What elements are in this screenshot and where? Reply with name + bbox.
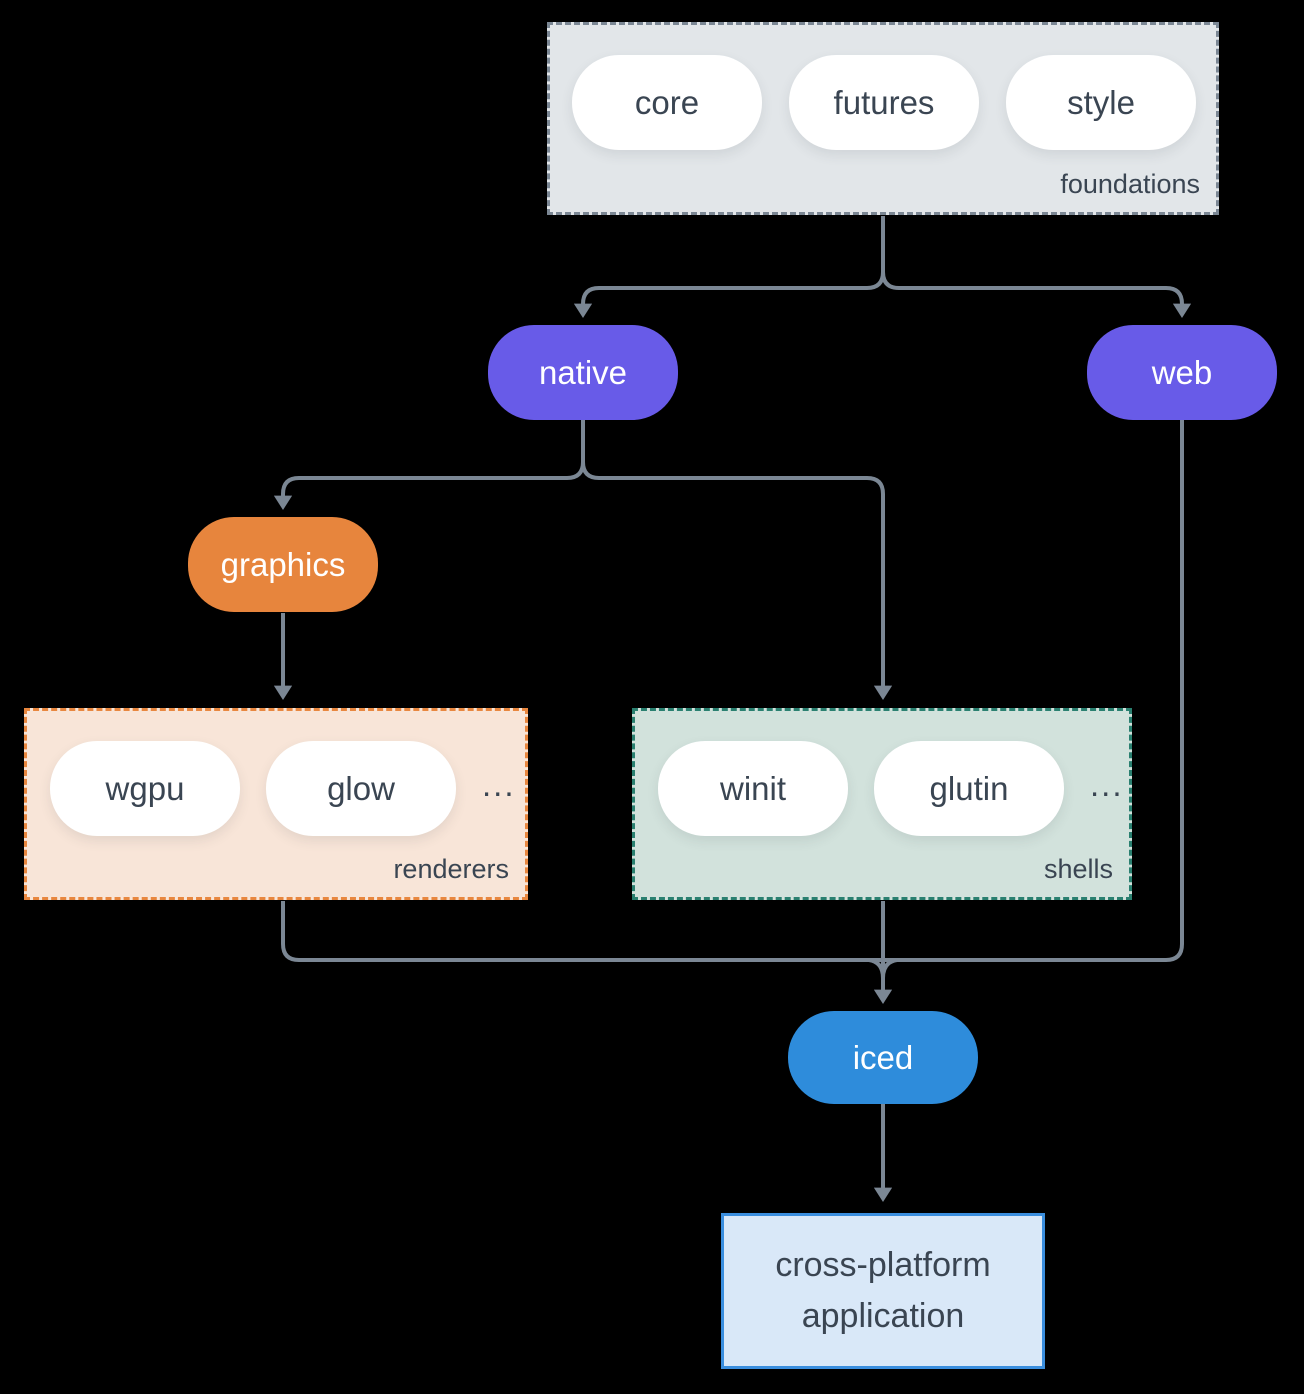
node-core: core: [572, 55, 762, 150]
node-web: web: [1087, 325, 1277, 420]
node-glow: glow: [266, 741, 456, 836]
renderers-pill-row: wgpu glow ...: [27, 711, 525, 836]
edge-merge-flare-right: [881, 958, 898, 979]
group-shells: winit glutin ... shells: [632, 708, 1132, 900]
node-cross-platform-application: cross-platform application: [721, 1213, 1045, 1369]
edge-renderers-merge: [281, 901, 881, 962]
shells-group-label: shells: [1043, 854, 1113, 884]
edge-merge-flare-left: [868, 958, 885, 979]
node-winit: winit: [658, 741, 848, 836]
node-futures: futures: [789, 55, 979, 150]
foundations-pill-row: core futures style: [550, 25, 1216, 150]
node-iced: iced: [788, 1011, 978, 1104]
edge-native-graphics: [273, 420, 585, 511]
node-glutin: glutin: [874, 741, 1064, 836]
shells-ellipsis: ...: [1090, 765, 1124, 803]
edge-foundations-web: [881, 216, 1192, 319]
node-wgpu: wgpu: [50, 741, 240, 836]
foundations-group-label: foundations: [1060, 169, 1200, 199]
renderers-group-label: renderers: [393, 854, 509, 884]
node-native: native: [488, 325, 678, 420]
edge-foundations-native: [573, 216, 885, 319]
node-graphics: graphics: [188, 517, 378, 612]
renderers-ellipsis: ...: [482, 765, 516, 803]
group-foundations: core futures style foundations: [547, 22, 1219, 215]
node-style: style: [1006, 55, 1196, 150]
group-renderers: wgpu glow ... renderers: [24, 708, 528, 900]
shells-pill-row: winit glutin ...: [635, 711, 1129, 836]
edge-web-merge: [885, 420, 1184, 962]
edge-native-shells: [581, 420, 893, 701]
